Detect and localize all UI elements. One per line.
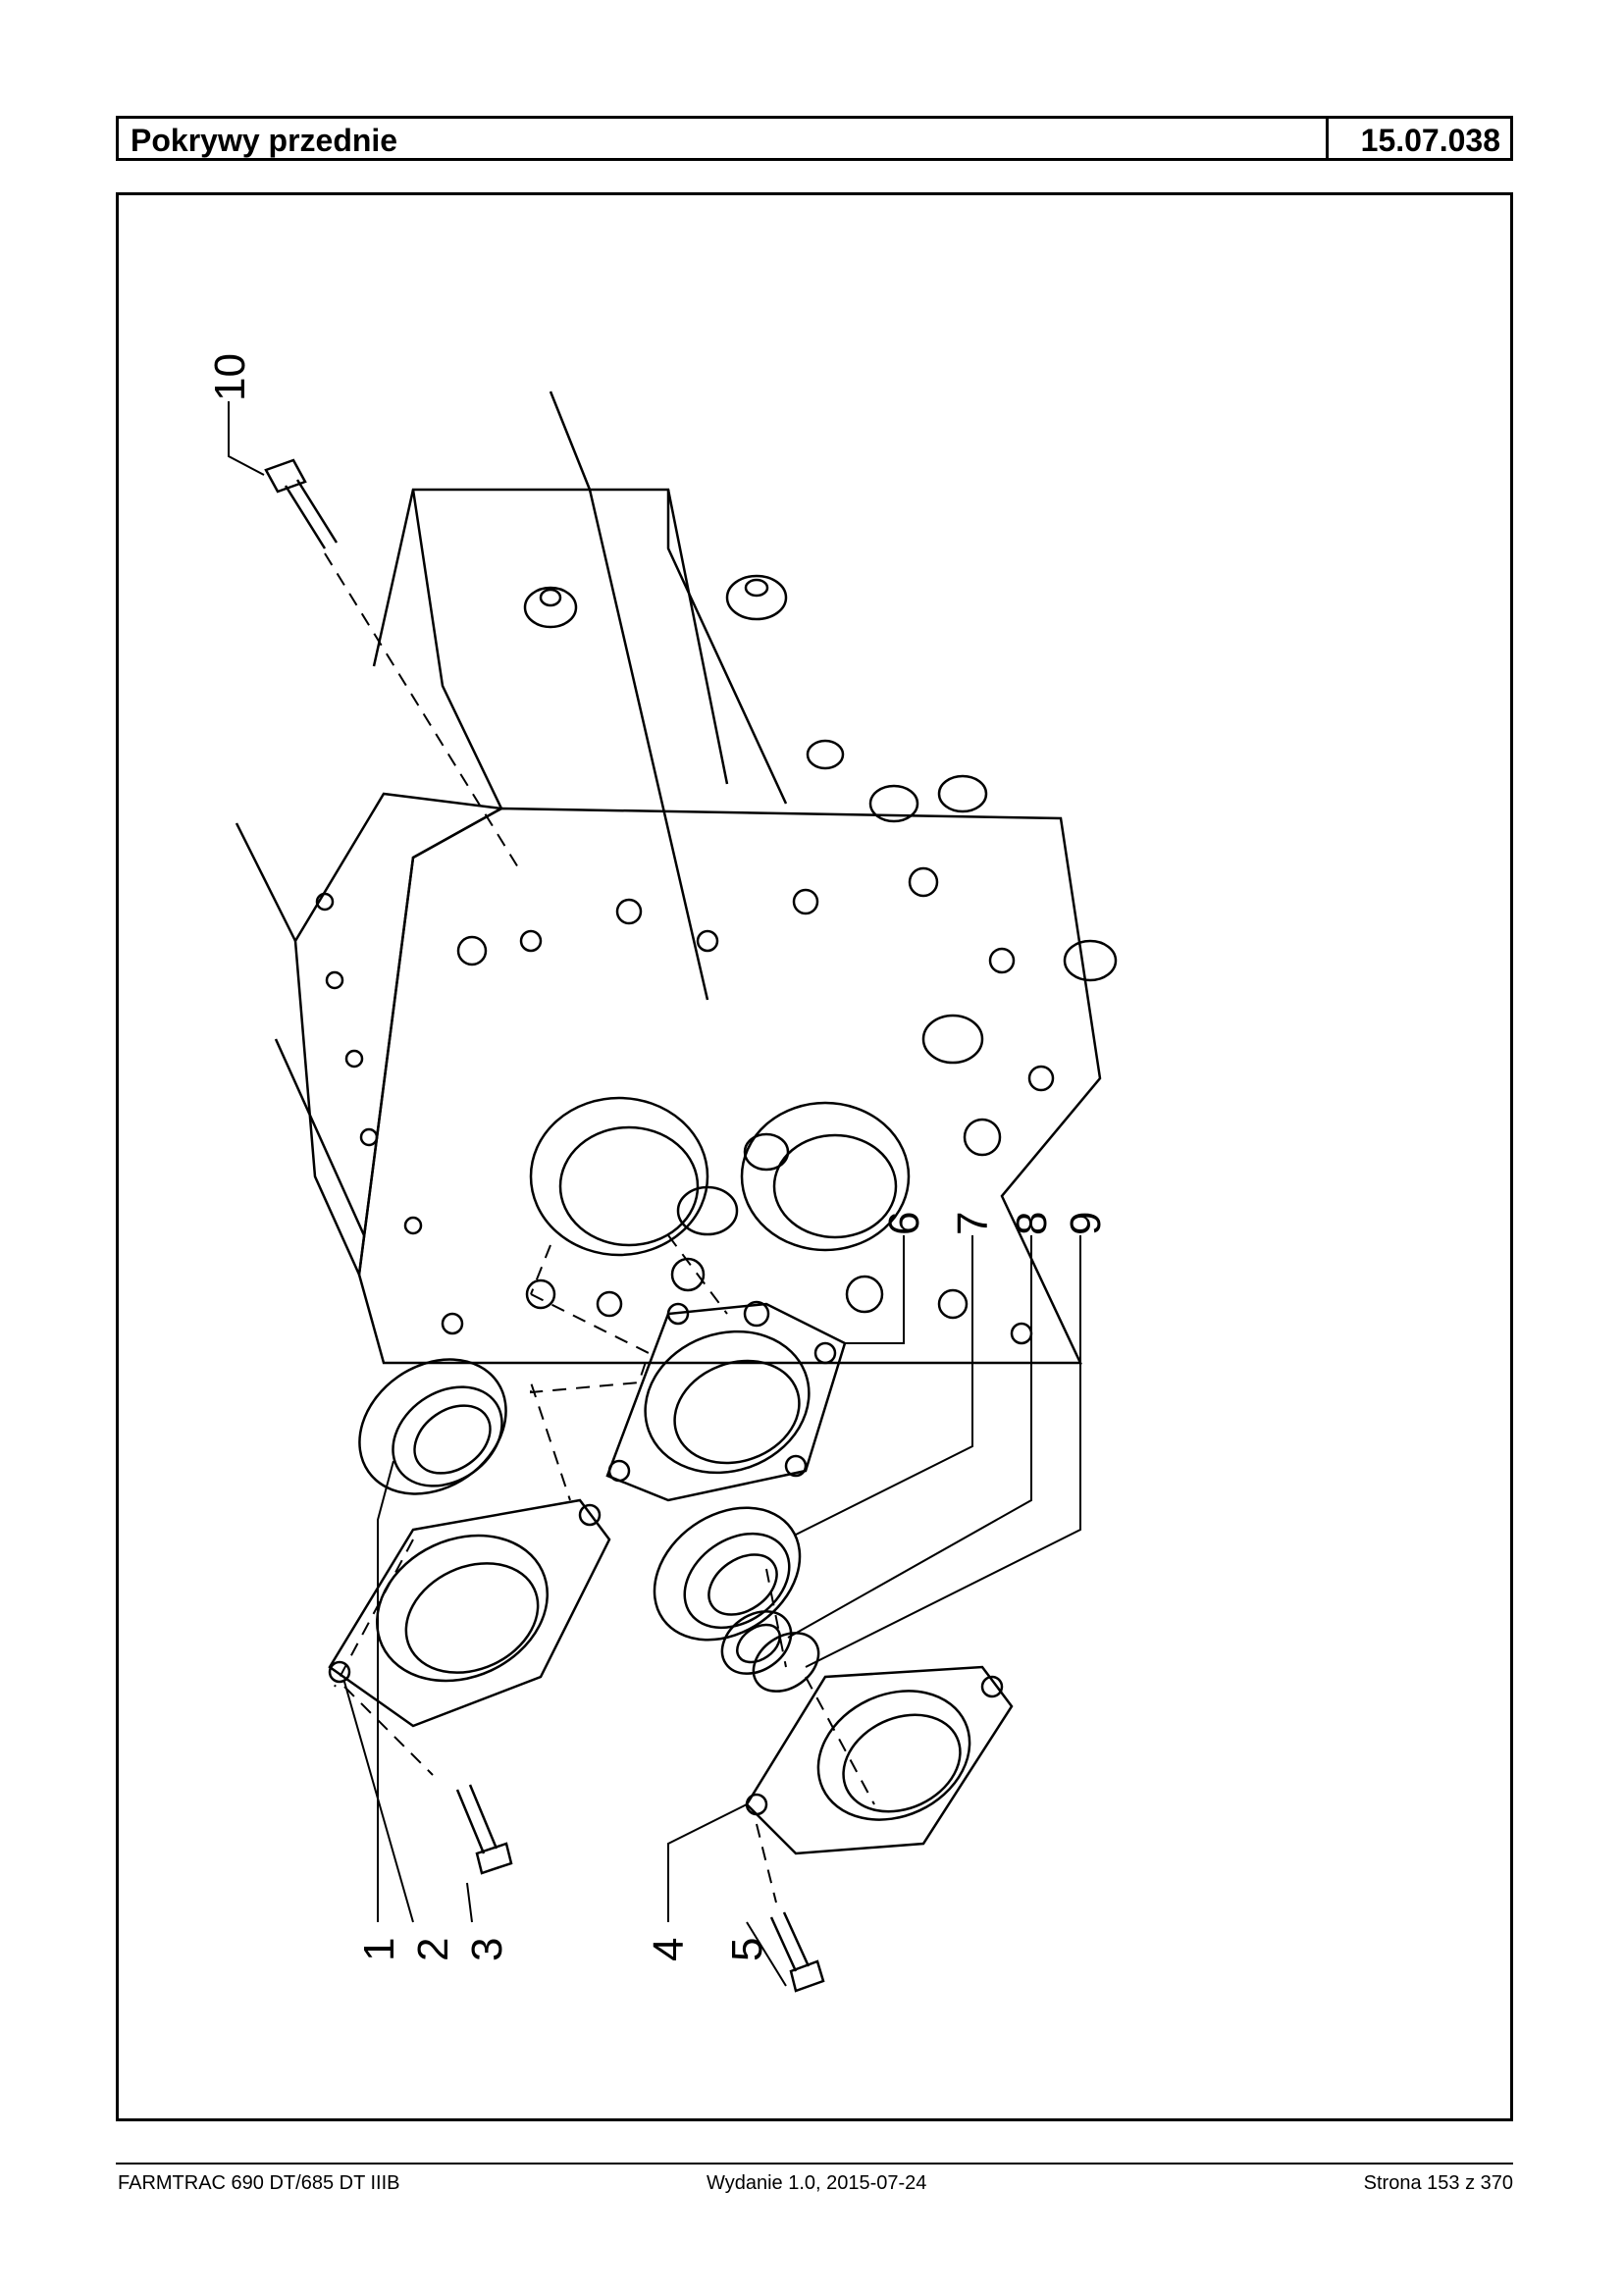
callout-2: 2 <box>409 1938 457 1961</box>
roller-bearing-7 <box>653 1506 802 1642</box>
ball-bearing-1 <box>358 1358 507 1495</box>
callout-6: 6 <box>880 1212 928 1235</box>
callout-8: 8 <box>1008 1212 1056 1235</box>
callout-10: 10 <box>206 353 254 401</box>
section-code: 15.07.038 <box>1360 123 1500 158</box>
footer-rule <box>116 2163 1513 2165</box>
page-header: Pokrywy przednie 15.07.038 <box>116 116 1513 161</box>
page-title: Pokrywy przednie <box>131 123 398 158</box>
washer-8 <box>720 1610 793 1675</box>
bearing-cover-6 <box>605 1302 847 1502</box>
callout-3: 3 <box>463 1938 511 1961</box>
bearing-cover-4 <box>745 1665 1014 1855</box>
footer-page-number: Strona 153 z 370 <box>1363 2172 1513 2194</box>
callout-1: 1 <box>355 1938 403 1961</box>
leader-lines <box>228 401 1081 1987</box>
assembly-axes <box>324 552 875 1904</box>
bearing-cover-2 <box>328 1498 611 1728</box>
callout-5: 5 <box>723 1938 771 1961</box>
bolt-10 <box>264 458 339 549</box>
footer-edition: Wydanie 1.0, 2015-07-24 <box>707 2172 927 2194</box>
exploded-parts-diagram: 1 2 3 4 5 6 7 8 9 10 <box>206 353 1118 1993</box>
bolt-3 <box>455 1784 513 1875</box>
callout-4: 4 <box>645 1938 693 1961</box>
exploded-diagram-frame: 1 2 3 4 5 6 7 8 9 10 <box>116 192 1513 2121</box>
gearbox-housing <box>235 391 1118 1365</box>
callout-9: 9 <box>1062 1212 1110 1235</box>
footer-model: FARMTRAC 690 DT/685 DT IIIB <box>118 2172 400 2194</box>
callout-7: 7 <box>949 1212 997 1235</box>
circlip-9 <box>752 1632 820 1693</box>
bolt-5 <box>769 1911 825 1993</box>
header-divider <box>1326 119 1329 158</box>
